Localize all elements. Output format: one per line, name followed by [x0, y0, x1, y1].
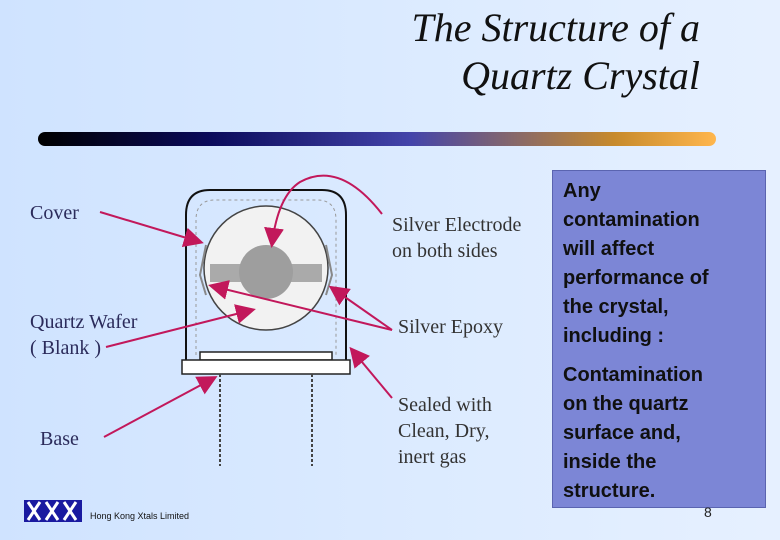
title-underline-bar	[38, 132, 716, 146]
note-line: will affect	[563, 238, 655, 260]
note-line: inside the	[563, 451, 657, 473]
label-sealed-line-2: Clean, Dry,	[398, 420, 490, 442]
label-base: Base	[40, 428, 79, 450]
arrow-epoxy-2	[328, 285, 393, 331]
arrow-wafer	[105, 304, 256, 348]
title-line-1: The Structure of a	[411, 5, 701, 50]
label-silver-epoxy: Silver Epoxy	[398, 316, 503, 338]
slide-title: The Structure of a Quartz Crystal	[360, 4, 701, 100]
label-silver-electrode: Silver Electrode on both sides	[392, 212, 521, 264]
label-wafer-line-1: Quartz Wafer	[30, 311, 138, 333]
company-name: Hong Kong Xtals Limited	[90, 511, 190, 521]
label-sealed-line-1: Sealed with	[398, 394, 492, 416]
label-cover: Cover	[30, 202, 79, 224]
label-sealed-line-3: inert gas	[398, 446, 467, 468]
silver-electrode	[239, 245, 293, 299]
right-support-clip	[325, 244, 334, 296]
label-electrode-line-2: on both sides	[392, 240, 498, 262]
left-support-clip	[198, 244, 207, 296]
label-wafer-line-2: ( Blank )	[30, 337, 102, 359]
arrow-base	[103, 376, 218, 438]
note-line: surface and,	[563, 422, 681, 444]
crystal-cover-outline	[185, 189, 347, 360]
arrow-epoxy	[208, 280, 393, 331]
note-spacer	[563, 351, 755, 361]
arrow-sealed	[349, 346, 393, 399]
label-sealed: Sealed with Clean, Dry, inert gas	[398, 392, 492, 470]
crystal-base-top	[199, 351, 333, 361]
arrow-cover	[99, 211, 204, 247]
note-line: Any	[563, 180, 601, 202]
arrow-electrode	[264, 174, 383, 248]
note-line: including :	[563, 325, 665, 347]
note-line: performance of	[563, 267, 709, 289]
note-line: contamination	[563, 209, 700, 231]
note-line: structure.	[563, 480, 656, 502]
label-electrode-line-1: Silver Electrode	[392, 214, 522, 236]
crystal-base-flange	[181, 359, 351, 375]
company-logo	[24, 500, 82, 522]
cover-inner-outline	[195, 199, 337, 355]
title-line-2: Quartz Crystal	[461, 53, 700, 98]
contamination-note-box: Any contamination will affect performanc…	[552, 170, 766, 508]
note-line: the crystal,	[563, 296, 669, 318]
note-line: Contamination	[563, 364, 703, 386]
note-line: on the quartz	[563, 393, 689, 415]
page-number: 8	[704, 504, 712, 520]
label-quartz-wafer: Quartz Wafer ( Blank )	[30, 309, 137, 361]
